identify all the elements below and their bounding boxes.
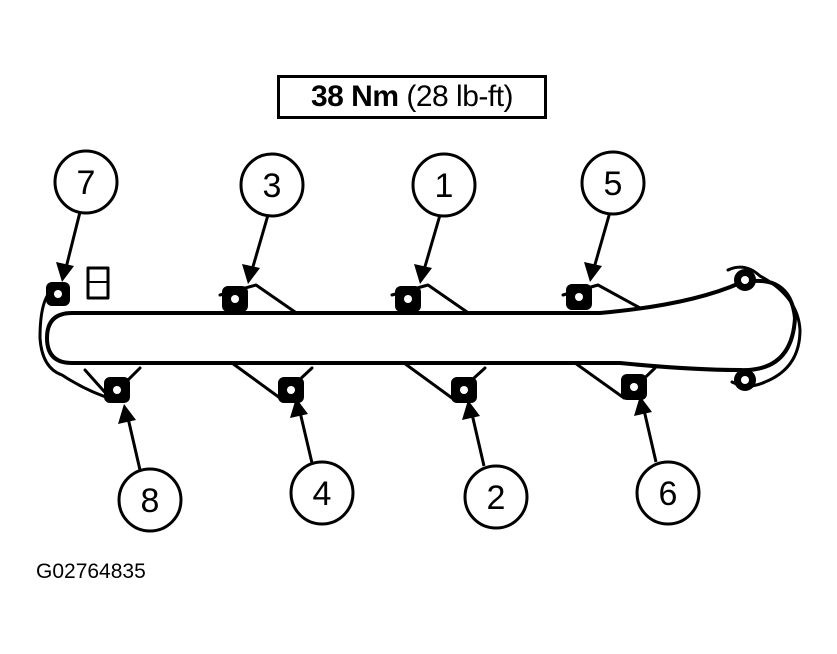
leader-lines — [64, 211, 658, 471]
callout-number-3: 3 — [263, 167, 282, 205]
arrowhead-2 — [462, 400, 480, 420]
callout-number-5: 5 — [604, 165, 623, 203]
callout-number-7: 7 — [77, 164, 96, 202]
arrowhead-3 — [242, 264, 260, 284]
torque-unit: Nm — [351, 80, 399, 113]
bolt-heads — [46, 269, 756, 403]
arrowhead-1 — [414, 264, 432, 284]
leader-8 — [126, 417, 142, 471]
callout-circle-8 — [117, 467, 183, 533]
arrowhead-4 — [290, 398, 308, 418]
callout-circle-5 — [580, 150, 646, 216]
callout-number-8: 8 — [141, 482, 160, 520]
arrowhead-8 — [118, 404, 136, 424]
callout-number-6: 6 — [659, 475, 678, 513]
callout-number-1: 1 — [435, 167, 454, 205]
callout-circle-6 — [635, 460, 701, 526]
callout-circle-1 — [411, 152, 477, 218]
callout-circles — [53, 149, 701, 533]
leader-1 — [422, 214, 442, 271]
leader-4 — [298, 411, 314, 464]
callout-circle-7 — [53, 149, 119, 215]
callout-numbers: 7 3 1 5 8 4 2 6 — [77, 164, 678, 520]
leader-6 — [642, 409, 658, 463]
left-flange — [38, 288, 117, 402]
torque-value: 38 — [310, 80, 344, 113]
leader-7 — [64, 211, 82, 269]
torque-alt-unit: (28 lb-ft) — [406, 80, 514, 113]
leader-5 — [592, 211, 612, 269]
callout-circle-2 — [463, 464, 529, 530]
leader-3 — [250, 214, 270, 271]
callout-number-2: 2 — [487, 479, 506, 517]
right-outlet-flange — [726, 265, 802, 388]
arrowhead-5 — [584, 262, 602, 282]
arrowhead-6 — [634, 396, 652, 416]
arrowheads — [56, 262, 652, 424]
callout-number-4: 4 — [313, 475, 332, 513]
callout-circle-3 — [239, 152, 305, 218]
leader-2 — [470, 413, 486, 467]
manifold-tube — [45, 278, 797, 373]
figure-id: G02764835 — [36, 560, 146, 583]
arrowhead-7 — [56, 262, 74, 282]
torque-spec-label: 38 Nm (28 lb-ft) — [277, 75, 547, 119]
callout-circle-4 — [289, 460, 355, 526]
